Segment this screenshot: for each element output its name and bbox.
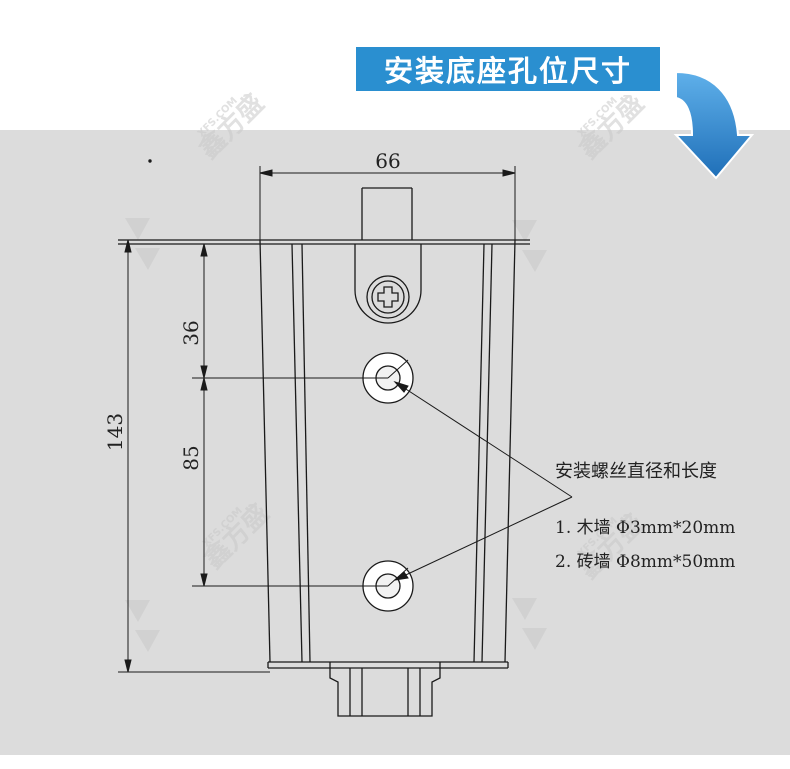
hole-spacing-label: 85 (179, 445, 203, 470)
height-dimension-label: 143 (103, 413, 127, 451)
title-banner: 安装底座孔位尺寸 (352, 43, 664, 95)
screw-spec-wood: 1. 木墙 Φ3mm*20mm (555, 518, 735, 538)
top-offset-label: 36 (179, 320, 203, 345)
screw-spec-brick: 2. 砖墙 Φ8mm*50mm (555, 552, 735, 572)
base-outline (118, 187, 530, 717)
banner-title: 安装底座孔位尺寸 (356, 47, 660, 91)
width-dimension-label: 66 (375, 149, 400, 173)
diagram-background (0, 130, 790, 755)
down-arrow-icon (673, 70, 755, 180)
screw-spec-heading: 安装螺丝直径和长度 (555, 461, 717, 482)
dimension-lines (118, 159, 573, 673)
